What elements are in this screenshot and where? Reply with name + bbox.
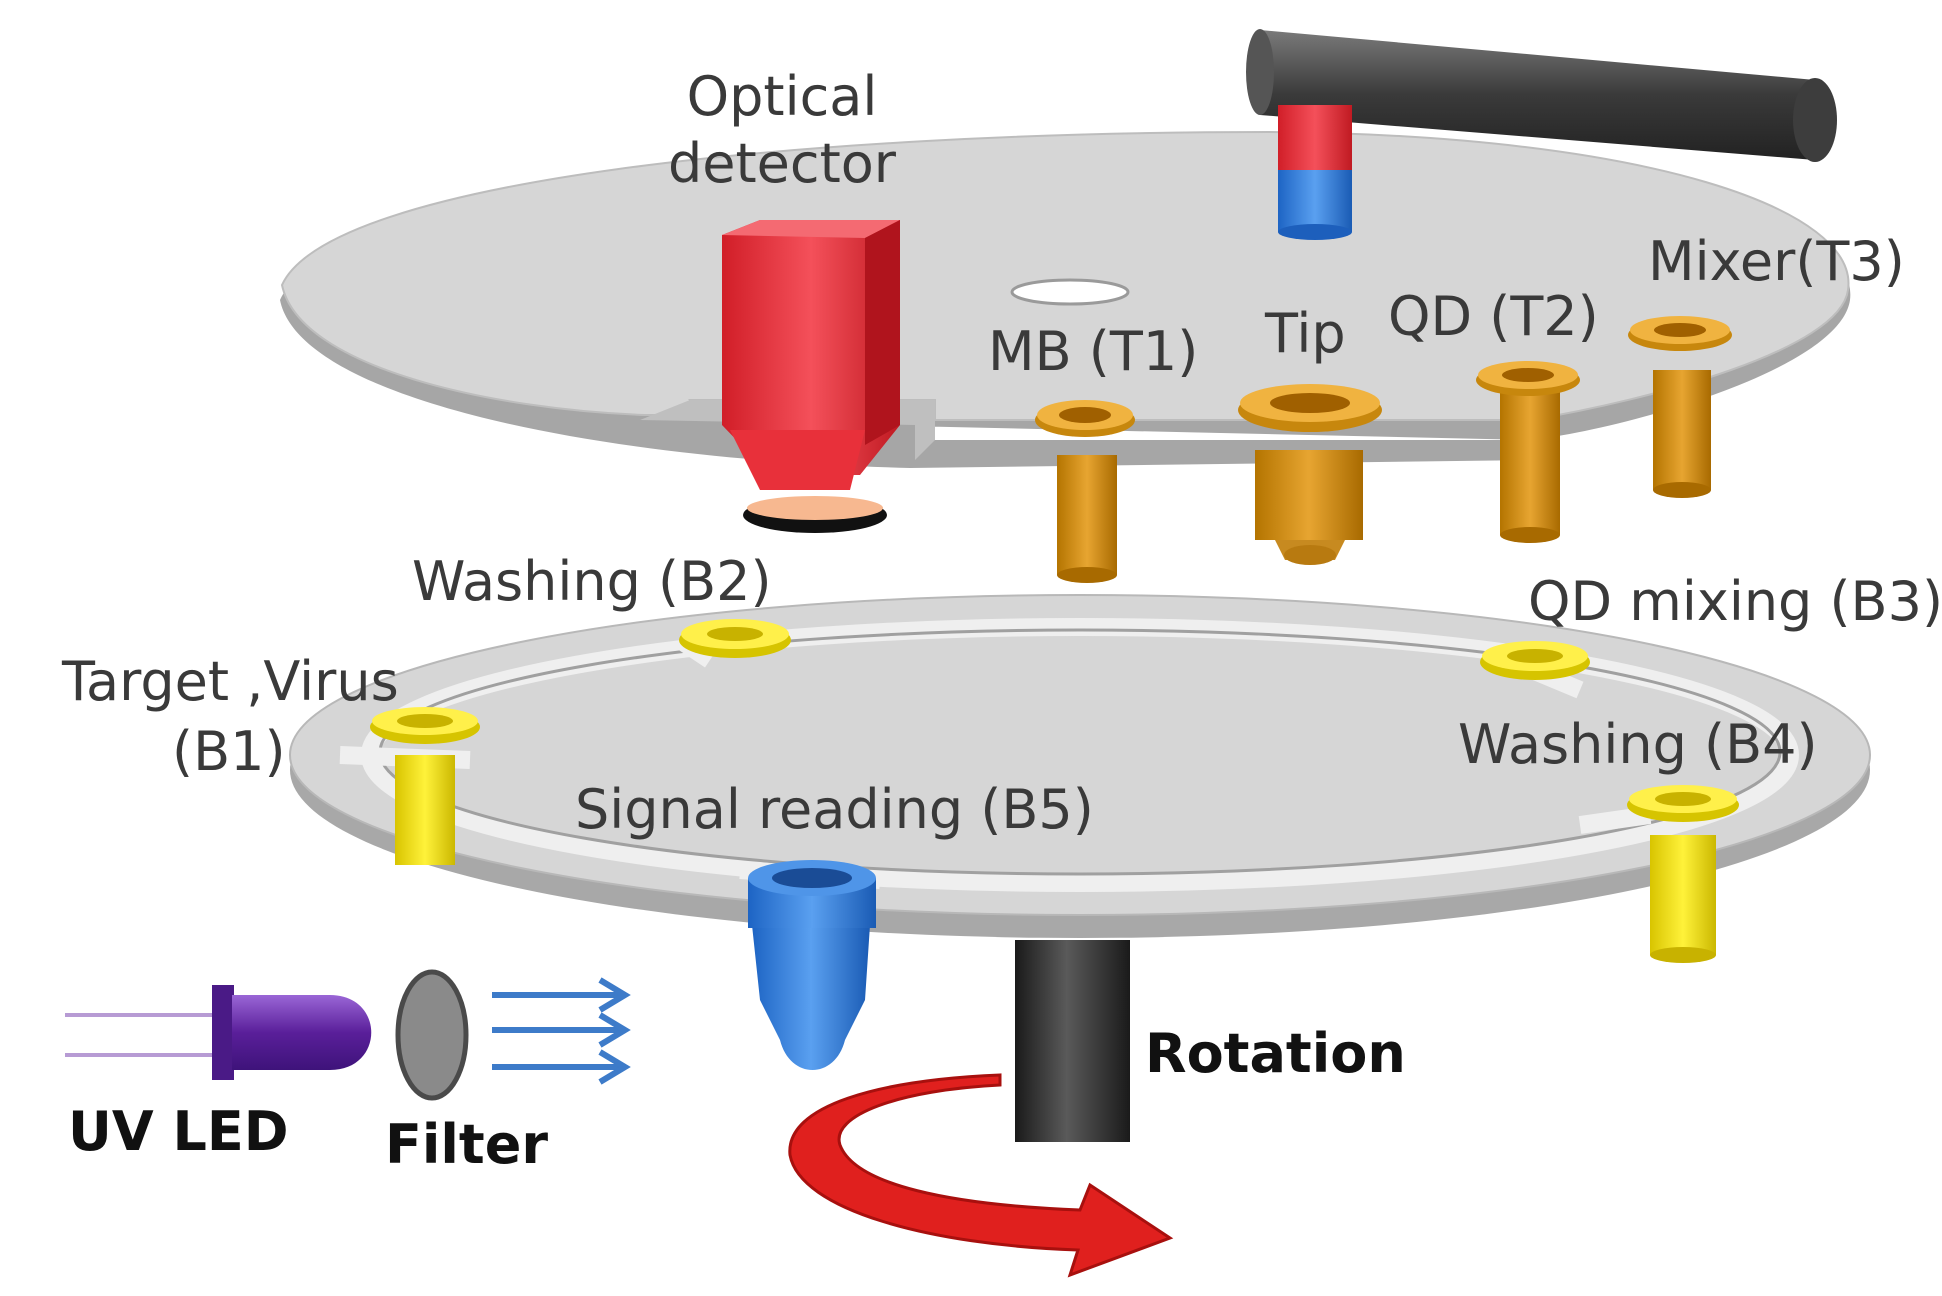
top-disk xyxy=(280,130,1851,468)
light-arrows xyxy=(492,977,631,1085)
tube-b1 xyxy=(370,707,480,865)
disk-hole xyxy=(1010,278,1130,306)
tube-b3 xyxy=(1480,641,1590,680)
label-qd: QD (T2) xyxy=(1388,285,1599,348)
tube-mixer xyxy=(1628,316,1732,498)
rotation-arrow xyxy=(788,1073,1174,1278)
label-rotation: Rotation xyxy=(1145,1022,1406,1085)
label-mb: MB (T1) xyxy=(988,320,1198,383)
rotation-shaft xyxy=(1015,940,1130,1142)
label-filter: Filter xyxy=(385,1113,548,1176)
label-qd-mixing: QD mixing (B3) xyxy=(1528,570,1942,633)
label-mixer: Mixer(T3) xyxy=(1648,230,1905,293)
tube-b5 xyxy=(748,860,876,1070)
tube-b2 xyxy=(679,619,791,658)
label-optical-line2: detector xyxy=(668,132,897,195)
label-target-line2: (B1) xyxy=(172,720,286,783)
label-tip: Tip xyxy=(1264,302,1346,365)
bottom-tubes xyxy=(370,619,1739,1070)
optical-detector xyxy=(722,220,900,533)
label-optical-line1: Optical xyxy=(687,65,878,128)
magnet-bar xyxy=(1246,29,1837,240)
bottom-disk xyxy=(289,594,1871,938)
top-tubes xyxy=(1035,316,1732,583)
uv-led xyxy=(65,985,372,1080)
filter-disc xyxy=(395,969,469,1101)
label-washing-b2: Washing (B2) xyxy=(412,550,772,613)
tube-b4 xyxy=(1627,785,1739,963)
tube-tip xyxy=(1238,384,1382,565)
label-washing-b4: Washing (B4) xyxy=(1458,713,1818,776)
label-signal-reading: Signal reading (B5) xyxy=(575,778,1094,841)
tube-qd xyxy=(1476,361,1580,543)
tube-mb xyxy=(1035,400,1135,583)
label-uv-led: UV LED xyxy=(68,1100,289,1163)
label-target-line1: Target ,Virus xyxy=(61,650,399,713)
